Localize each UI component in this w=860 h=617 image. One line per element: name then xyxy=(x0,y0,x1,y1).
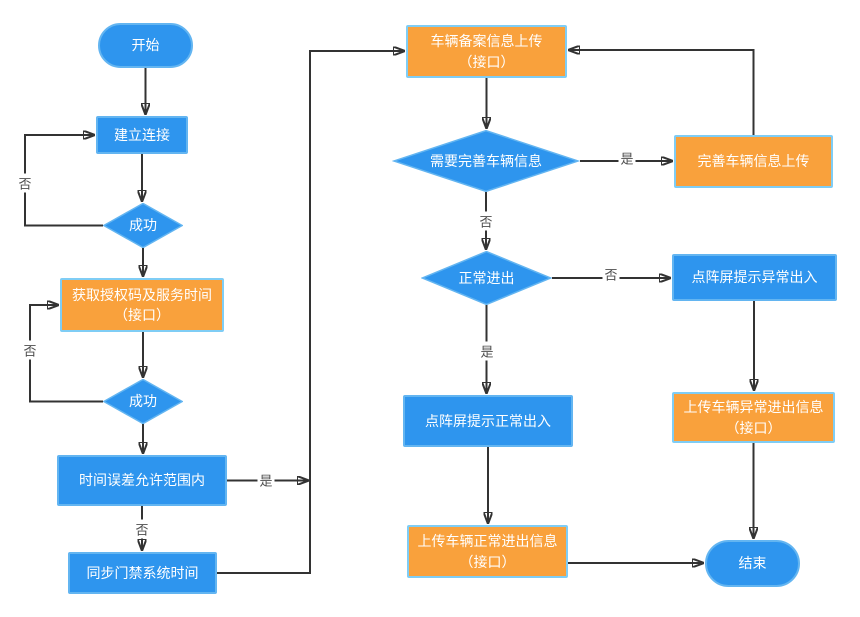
node-label: 时间误差允许范围内 xyxy=(79,472,205,489)
node-label-line2: （接口） xyxy=(458,53,515,70)
need-complete-info-decision: 需要完善车辆信息 xyxy=(392,130,580,192)
edge-label-no-normal: 否 xyxy=(602,264,620,284)
node-label-line1: 车辆备案信息上传 xyxy=(430,33,543,50)
node-label: 开始 xyxy=(131,37,160,54)
vehicle-record-upload-node: 车辆备案信息上传 （接口） xyxy=(406,25,567,78)
edge-label-yes-need: 是 xyxy=(618,148,636,168)
start-node: 开始 xyxy=(98,23,193,68)
edge-label-no-success1: 否 xyxy=(16,173,34,193)
node-label-line2: （接口） xyxy=(459,553,516,570)
end-node: 结束 xyxy=(705,540,800,587)
node-label: 正常进出 xyxy=(458,269,515,286)
diamond-shape xyxy=(103,203,183,248)
normal-inout-decision: 正常进出 xyxy=(421,251,552,305)
node-label: 结束 xyxy=(738,555,767,572)
node-label-line2: （接口） xyxy=(114,307,170,323)
get-auth-code-node: 获取授权码及服务时间 （接口） xyxy=(60,278,224,332)
sync-door-system-time-node: 同步门禁系统时间 xyxy=(68,552,217,594)
node-label-line2: （接口） xyxy=(725,419,782,436)
node-label: 点阵屏提示异常出入 xyxy=(691,269,818,286)
edge-label-yes-time: 是 xyxy=(257,470,275,490)
node-label: 建立连接 xyxy=(114,126,170,143)
node-label: 同步门禁系统时间 xyxy=(86,564,199,581)
upload-abnormal-info-node: 上传车辆异常进出信息 （接口） xyxy=(672,392,835,443)
dot-matrix-normal-node: 点阵屏提示正常出入 xyxy=(403,395,573,447)
edge-complete-upload-loop xyxy=(569,50,755,135)
node-label-line1: 获取授权码及服务时间 xyxy=(72,286,212,303)
edge-sync-to-record-upload xyxy=(217,51,404,574)
edge-label-no-success2: 否 xyxy=(21,340,39,360)
node-label: 成功 xyxy=(129,393,157,410)
node-label-line1: 上传车辆异常进出信息 xyxy=(683,399,824,416)
node-label: 需要完善车辆信息 xyxy=(430,152,542,169)
node-label: 成功 xyxy=(129,217,157,234)
complete-info-upload-node: 完善车辆信息上传 xyxy=(674,135,833,188)
diamond-shape xyxy=(421,251,552,305)
success-decision-1: 成功 xyxy=(103,203,183,248)
edge-label-no-time: 否 xyxy=(133,519,151,539)
edge-success1-no-loop xyxy=(24,135,103,227)
node-label: 完善车辆信息上传 xyxy=(697,153,810,170)
establish-connection-node: 建立连接 xyxy=(96,116,188,154)
edge-label-yes-normal: 是 xyxy=(478,341,496,361)
dot-matrix-abnormal-node: 点阵屏提示异常出入 xyxy=(672,254,837,301)
time-error-check-node: 时间误差允许范围内 xyxy=(57,455,227,506)
edge-label-no-need: 否 xyxy=(477,211,495,231)
node-label: 点阵屏提示正常出入 xyxy=(425,412,551,429)
diamond-shape xyxy=(392,130,580,192)
node-label-line1: 上传车辆正常进出信息 xyxy=(417,533,558,550)
success-decision-2: 成功 xyxy=(103,379,183,424)
upload-normal-info-node: 上传车辆正常进出信息 （接口） xyxy=(407,525,568,578)
diamond-shape xyxy=(103,379,183,424)
